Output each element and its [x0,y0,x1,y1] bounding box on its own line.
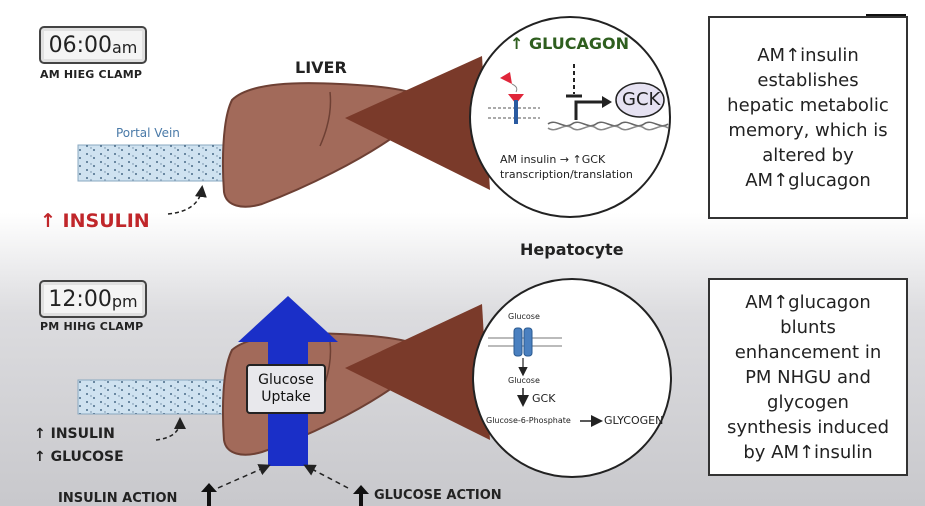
liver-label: LIVER [295,58,347,77]
glucose-transporter-icon [488,327,603,427]
hepatocyte-label: Hepatocyte [520,240,624,259]
pm-summary-line: PM NHGU and [745,366,871,388]
portal-vein-am [77,144,231,182]
glucagon-inhibition-icon [566,64,582,98]
am-summary-line: establishes [757,69,859,91]
glucose-uptake-label: Glucose Uptake [246,364,326,414]
am-insulin-label: ↑ INSULIN [40,210,150,232]
pm-summary-line: synthesis induced [726,416,890,438]
glucose-top-label: Glucose [508,312,540,321]
insulin-action-up-icon [201,483,217,506]
pm-summary-line: glycogen [767,391,849,413]
glucose-action-label: GLUCOSE ACTION [374,488,502,503]
zoom-circle-am [469,16,671,218]
pm-clock-suffix: pm [111,291,138,311]
portal-vein-pm [77,379,231,415]
pm-summary-line: by AM↑insulin [743,441,873,463]
am-clock-time: 06:00 [48,32,112,58]
gck-label: GCK [622,89,661,110]
glucose-action-arrow [303,464,349,489]
glucose-uptake-line1: Glucose [258,372,314,388]
am-summary-line: altered by [762,144,854,166]
am-clamp-label: AM HIEG CLAMP [40,68,143,81]
gck-pm-label: GCK [532,392,556,405]
pm-glucose-label: ↑ GLUCOSE [34,449,124,465]
am-summary-box: AM↑insulin establishes hepatic metabolic… [708,16,908,219]
am-summary-line: AM↑glucagon [745,169,871,191]
am-clock-suffix: am [112,37,138,57]
glucagon-label: ↑ GLUCAGON [510,34,629,53]
glucose-action-up-icon [353,485,369,506]
gck-oval [615,82,665,118]
zoom-cone-am [345,56,490,190]
pm-summary-line: blunts [780,316,836,338]
pm-insulin-label: ↑ INSULIN [34,426,115,442]
am-caption-line1: AM insulin → ↑GCK [500,153,606,166]
am-summary-line: hepatic metabolic [727,94,889,116]
glycogen-label: GLYCOGEN [604,414,664,427]
g6p-label: Glucose-6-Phosphate [486,416,571,425]
insulin-arrow-pm [155,417,186,441]
glucose-mid-label: Glucose [508,376,540,385]
glucose-uptake-line2: Uptake [261,389,311,405]
liver-am-lobe-line [319,91,332,147]
pm-summary-line: AM↑glucagon [745,291,871,313]
am-summary-line: memory, which is [728,119,888,141]
pm-summary-line: enhancement in [734,341,882,363]
am-caption-line2: transcription/translation [500,168,633,181]
insulin-receptor-icon [488,72,540,124]
pm-clamp-label: PM HIHG CLAMP [40,320,144,333]
portal-vein-label: Portal Vein [116,126,180,140]
insulin-arrow-am [167,185,207,215]
pm-clock-time: 12:00 [48,286,112,312]
insulin-action-label: INSULIN ACTION [58,491,178,506]
insulin-action-arrow [217,464,271,489]
pm-summary-box: AM↑glucagon blunts enhancement in PM NHG… [708,278,908,476]
am-summary-line: AM↑insulin [757,44,859,66]
zoom-cone-pm [345,304,490,440]
zoom-circle-pm [472,278,672,478]
gck-transcription-icon [547,96,669,131]
